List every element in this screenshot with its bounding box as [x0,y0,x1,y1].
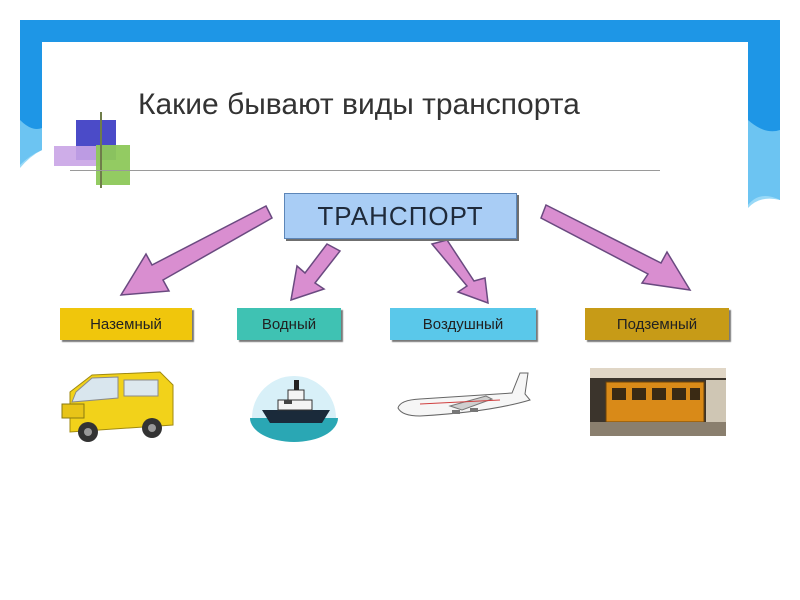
airplane-icon [397,372,531,417]
decor-line-vertical [100,112,102,188]
category-underground: Подземный [585,308,729,340]
arrow-to-ground [119,204,273,296]
category-ground: Наземный [60,308,192,340]
category-air: Воздушный [390,308,536,340]
slide-title: Какие бывают виды транспорта [138,88,580,121]
category-water: Водный [237,308,341,340]
subway-train-icon [590,368,726,436]
arrow-to-underground [540,203,692,291]
decor-square-purple [54,146,100,166]
title-underline [70,170,660,171]
arrow-to-air [430,239,489,305]
van-icon [61,371,174,442]
arrow-to-water [290,243,342,302]
ship-icon [250,376,338,442]
root-node-transport: ТРАНСПОРТ [284,193,517,239]
